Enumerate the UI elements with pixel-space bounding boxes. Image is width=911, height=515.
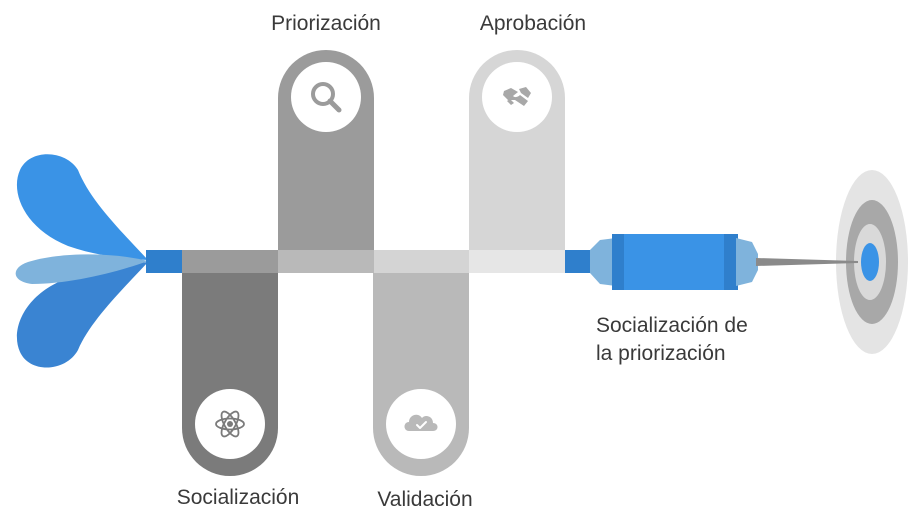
- step-icon-circle: [291, 62, 361, 132]
- shaft-segment-1: [182, 250, 278, 273]
- dart-flight-middle: [15, 254, 149, 284]
- barrel-cone-back: [590, 238, 616, 286]
- barrel-body: [624, 234, 726, 290]
- atom-icon: [215, 410, 245, 438]
- dart-flight-upper: [16, 154, 148, 260]
- dart-shaft-front: [565, 250, 595, 273]
- step-label-socializacion: Socialización: [176, 486, 300, 509]
- dart-flight-lower: [16, 262, 148, 368]
- dart-barrel: [590, 234, 858, 290]
- step-label-priorizacion: Priorización: [271, 12, 381, 35]
- step-label-aprobacion: Aprobación: [479, 12, 587, 35]
- shaft-segment-3: [374, 250, 469, 273]
- target-bullseye: [861, 243, 879, 281]
- target-board: [836, 170, 908, 354]
- dart-shaft-back: [146, 250, 184, 273]
- step-aprobacion-banner: [469, 50, 565, 272]
- shaft-segment-2: [278, 250, 374, 273]
- barrel-ring-front: [724, 234, 738, 290]
- dart-flights: [15, 154, 149, 368]
- dart-needle: [756, 258, 858, 266]
- cloud-check-icon: [404, 414, 438, 431]
- step-label-validacion: Validación: [377, 488, 473, 511]
- handshake-icon: [503, 87, 531, 106]
- shaft-segment-4: [469, 250, 565, 273]
- step-priorizacion-banner: [278, 50, 374, 272]
- target-label-line2: la priorización: [596, 342, 726, 365]
- target-label-line1: Socialización de: [596, 314, 748, 337]
- barrel-cone-front: [736, 238, 758, 286]
- barrel-ring-back: [612, 234, 626, 290]
- step-validacion-banner: [373, 250, 469, 476]
- magnifier-icon: [311, 82, 342, 113]
- step-socializacion-banner: [182, 250, 278, 476]
